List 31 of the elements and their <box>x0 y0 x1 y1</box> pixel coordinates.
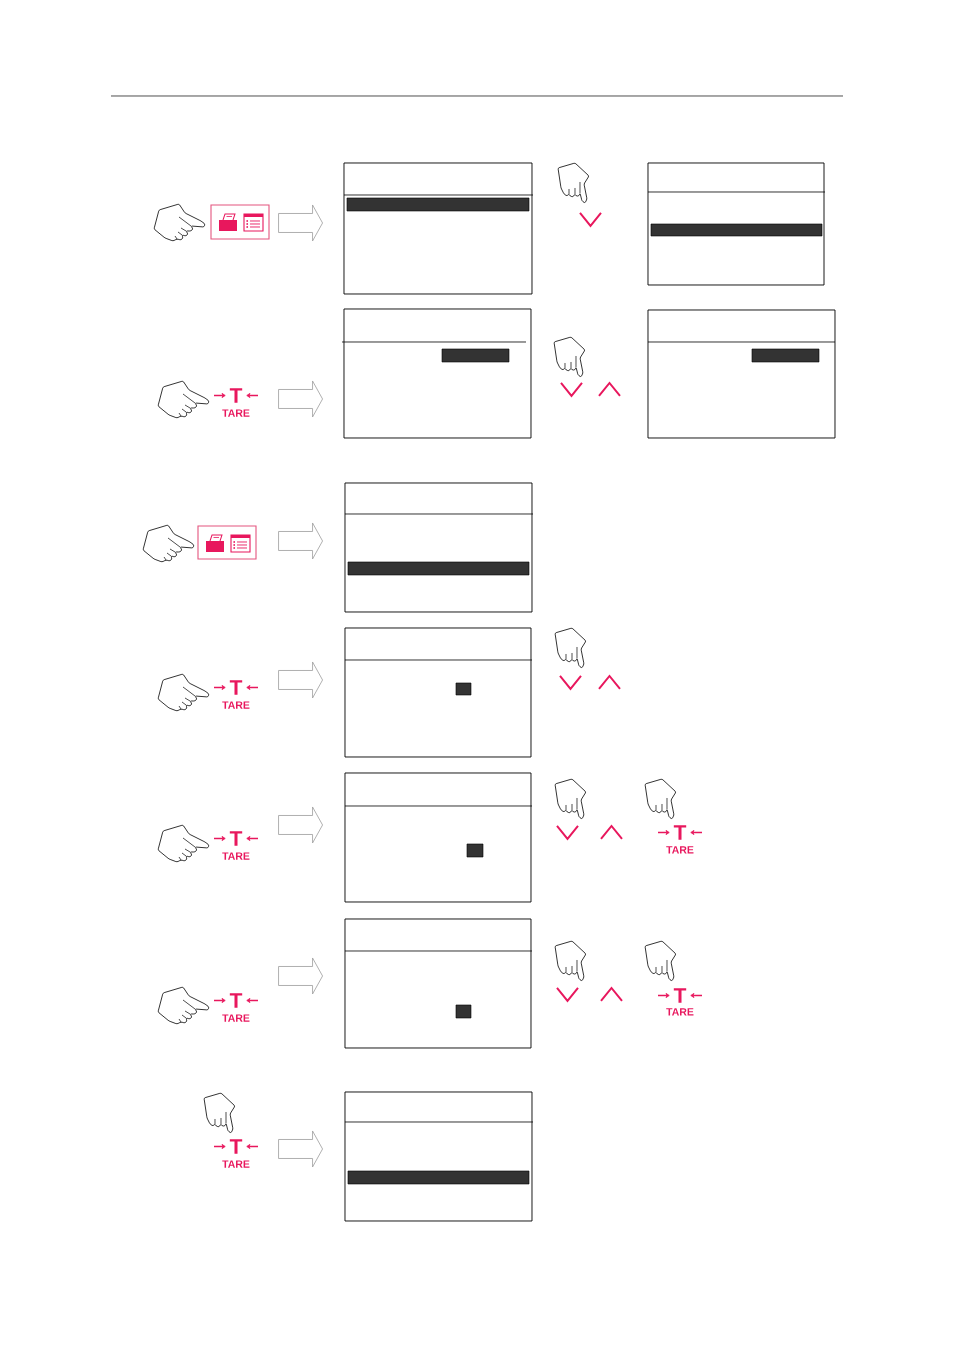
key-label: TARE <box>222 1160 250 1168</box>
block-arrow <box>278 957 323 995</box>
key-label: TARE <box>222 701 250 709</box>
key-symbol: T <box>229 1139 243 1154</box>
key-symbol: T <box>229 993 243 1008</box>
display-screen <box>344 1091 533 1222</box>
key-symbol: T <box>229 831 243 846</box>
key-symbol: T <box>229 680 243 695</box>
block-arrow <box>278 204 323 242</box>
key-label: TARE <box>666 1008 694 1016</box>
key-button <box>197 525 257 560</box>
block-arrow <box>278 661 323 699</box>
key-symbol: T <box>673 988 687 1003</box>
display-screen <box>344 772 532 903</box>
display-screen <box>344 918 532 1049</box>
key-button <box>210 204 270 240</box>
display-screen <box>647 162 825 286</box>
block-arrow <box>278 1130 323 1168</box>
display-screen <box>343 308 532 439</box>
key-symbol: T <box>229 388 243 403</box>
key-symbol: T <box>673 825 687 840</box>
display-screen <box>344 482 533 613</box>
display-screen <box>343 162 533 295</box>
block-arrow <box>278 806 323 844</box>
key-label: TARE <box>222 1014 250 1022</box>
display-screen <box>647 309 836 439</box>
display-screen <box>344 627 532 758</box>
key-label: TARE <box>222 409 250 417</box>
key-label: TARE <box>222 852 250 860</box>
key-label: TARE <box>666 846 694 854</box>
block-arrow <box>278 522 323 560</box>
